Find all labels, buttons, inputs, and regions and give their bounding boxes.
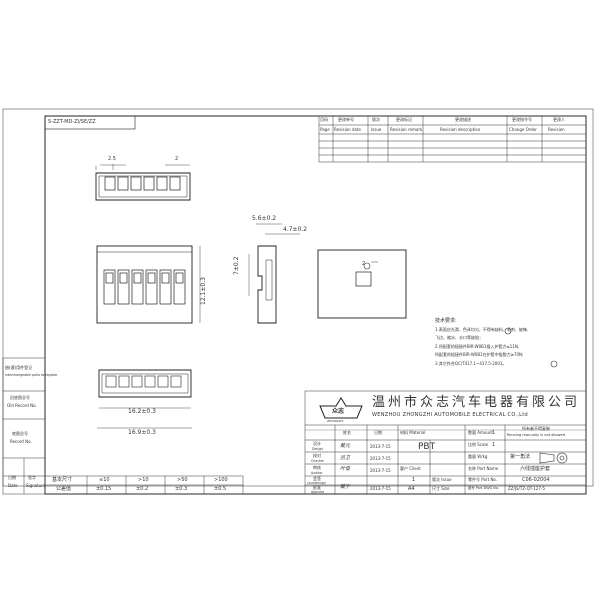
role-approve: 批准 — [313, 485, 321, 490]
stamp-record: 底图总号 — [12, 431, 28, 436]
rev-col-remark-en: Revision remark — [390, 127, 423, 132]
stamp-date-en: Date — [8, 483, 18, 488]
tol-val-2: ±0.2 — [136, 486, 149, 492]
sign-design: 戴元 — [340, 443, 351, 449]
stamp-old-record: 旧底图总号 — [10, 395, 30, 400]
sign-auditor: 叶俊 — [340, 466, 351, 472]
tol-size-1: ≤10 — [99, 477, 110, 483]
dim-latch: 2 — [362, 261, 366, 267]
tech-req-3: 2.所配套的插接件BIR-W0B1插入护套力≤11N, — [435, 344, 520, 349]
tech-req-title: 技术要求: — [435, 318, 457, 324]
scale-label: 比例 Scale — [468, 442, 489, 447]
role-checker-en: Checker — [311, 459, 324, 463]
rev-col-page-en: Page — [320, 127, 330, 132]
projection-label: 第一角法 — [510, 454, 531, 460]
dim-gap: 2 — [175, 156, 179, 162]
role-checker: 校对 — [313, 453, 321, 458]
amount-label: 数量 Amount — [468, 430, 493, 435]
rev-col-reviser-en: Revision — [548, 127, 565, 132]
dim-pitch: 2.5 — [108, 156, 116, 162]
rev-col-order: 更改指令号 — [512, 117, 532, 122]
tol-val-4: ±0.5 — [214, 486, 227, 492]
dwg-no-label: 图号 Part DWG No. — [468, 486, 499, 490]
note-en: Reusing manually is not allowed — [507, 433, 565, 437]
part-name-label: 名称 Part Name — [468, 466, 499, 471]
amount-value: 1 — [492, 430, 496, 436]
part-no-value: C06-02004 — [522, 477, 550, 483]
rev-col-remark: 更改标记 — [396, 117, 412, 122]
tol-value-label: 公差值 — [56, 486, 72, 492]
note-cn: 所有者不得复制 — [522, 426, 550, 431]
tech-req-2: 飞边、缩水、水口等缺陷； — [435, 335, 483, 340]
tech-req-5: 3.其它符合QC/T417.1~417.5-2001。 — [435, 361, 507, 366]
col-name: 姓名 — [343, 430, 351, 435]
tech-req-4: 所配套的插接件BIR-W0B1在护套中拔脱力≥70N; — [435, 352, 524, 357]
dim-length-169: 16.9±0.3 — [128, 429, 156, 436]
company-logo — [319, 397, 363, 419]
dwg-no-value: ZZ/JS/TZ-QT-127-5 — [508, 486, 545, 491]
issue-value: 1 — [412, 477, 416, 483]
rev-col-reviser: 更改人 — [553, 117, 565, 122]
size-value: A4 — [408, 486, 415, 492]
rev-col-issue-en: Issue — [371, 127, 382, 132]
projection-symbol — [539, 452, 568, 464]
tol-val-3: ±0.3 — [175, 486, 188, 492]
role-countersign-en: countersign — [307, 481, 326, 485]
doc-code: S-ZZT-MD-ZI/SE/ZZ — [48, 119, 96, 125]
material-value: PBT — [418, 442, 436, 452]
date-design: 2013-7-15 — [370, 444, 391, 449]
weight-label: 重量 W/kg — [468, 454, 488, 459]
tol-size-label: 基本尺寸 — [52, 477, 73, 483]
material-label: 材料 Material — [400, 430, 426, 435]
stamp-old-record-en: Old Record No. — [7, 403, 37, 408]
sign-checker: 吕卫 — [340, 455, 351, 461]
stamp-interchange-en: interchangeable parts to register — [5, 373, 58, 377]
issue-label: 版次 Issue — [432, 477, 452, 482]
role-auditor: 审核 — [313, 465, 321, 470]
tol-size-3: >50 — [177, 477, 188, 483]
stamp-signature-en: Signature — [26, 483, 46, 488]
company-name-cn: 温州市众志汽车电器有限公司 — [372, 395, 581, 410]
rev-col-issue: 版次 — [372, 117, 380, 122]
scale-value: 1 — [492, 442, 496, 448]
dim-length-162: 16.2±0.3 — [128, 408, 156, 415]
role-countersign: 会签 — [313, 476, 321, 481]
sign-approve: 戴宁 — [340, 484, 351, 490]
tol-size-2: >10 — [138, 477, 149, 483]
rev-col-page: 页码 — [320, 117, 328, 122]
size-label: 尺寸 Size — [432, 486, 450, 491]
rev-col-date: 更改单号 — [338, 117, 354, 122]
dim-width-56: 5.6±0.2 — [252, 215, 277, 222]
part-name-value: 六线插座护套 — [520, 466, 551, 472]
dim-height-121: 12.1±0.3 — [200, 277, 207, 305]
stamp-date: 日期 — [8, 475, 16, 480]
dim-height-7: 7±0.2 — [233, 256, 240, 275]
rev-col-desc: 更改描述 — [455, 117, 471, 122]
role-approve-en: Approve — [311, 490, 325, 494]
tol-size-4: >100 — [214, 477, 228, 483]
date-approve: 2013-7-15 — [370, 486, 391, 491]
stamp-signature: 签字 — [28, 475, 36, 480]
rev-col-order-en: Change Order — [509, 127, 537, 132]
role-auditor-en: Auditor — [311, 471, 323, 475]
tech-req-1: 1.表面应光滑、色泽均匀，不得有缺料、毛刺、披锋、 — [435, 327, 531, 332]
stamp-record-en: Record No. — [10, 439, 32, 444]
role-design-en: Design — [312, 447, 324, 451]
date-auditor: 2013-7-15 — [370, 468, 391, 473]
col-date: 日期 — [374, 430, 382, 435]
rev-col-date-en: Revision date — [334, 127, 362, 132]
company-name-en: WENZHOU ZHONGZHI AUTOMOBILE ELECTRICAL C… — [372, 412, 528, 418]
logo-text: 众志 — [332, 408, 345, 415]
role-design: 设计 — [313, 441, 321, 446]
logo-sub: ZHONGZHI — [327, 419, 344, 423]
date-checker: 2013-7-15 — [370, 456, 391, 461]
tol-val-1: ±0.15 — [96, 486, 112, 492]
dim-width-47: 4.7±0.2 — [283, 226, 308, 233]
client-label: 客户 Client — [400, 466, 421, 471]
rev-col-desc-en: Revision description — [440, 127, 481, 132]
part-no-label: 零件号 Part No. — [468, 477, 498, 482]
stamp-interchange: 借(通)用件登记 — [5, 365, 33, 370]
